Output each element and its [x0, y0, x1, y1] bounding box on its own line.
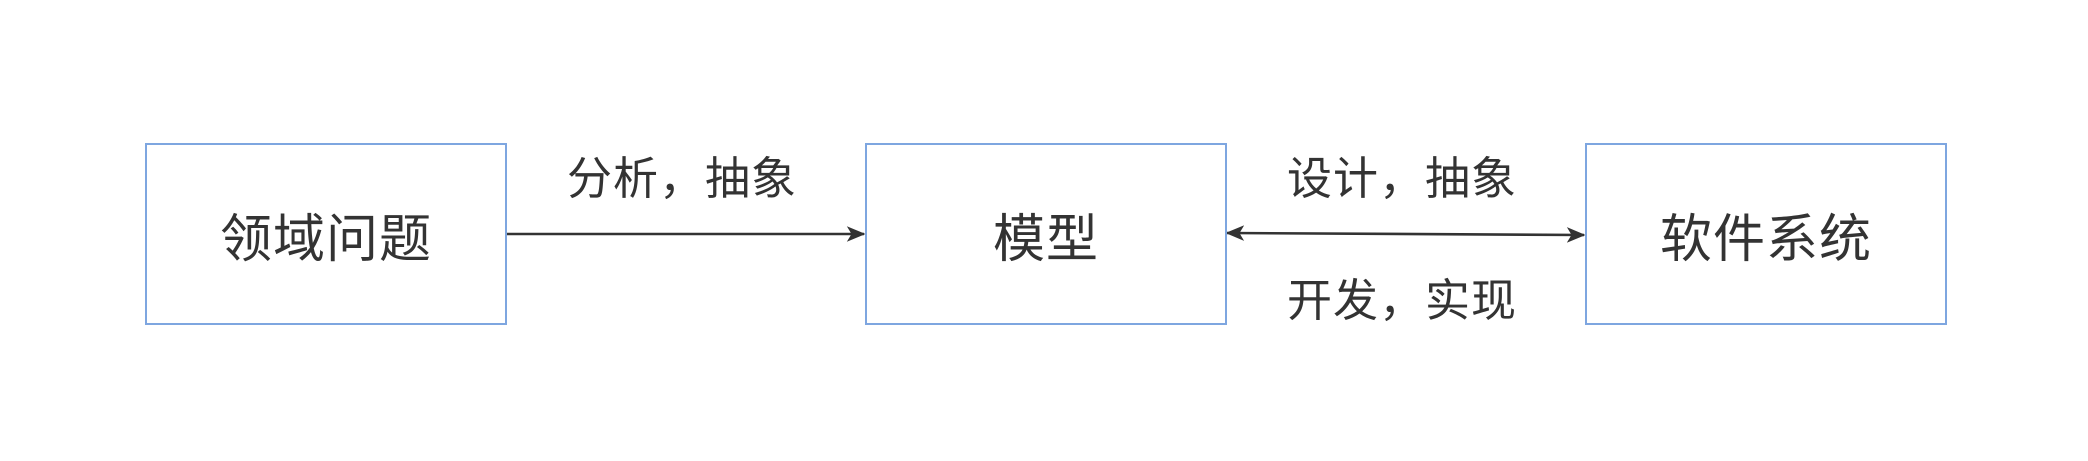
analysis-abstraction-label: 分析，抽象 — [567, 152, 798, 205]
software-system-label: 软件系统 — [1659, 209, 1872, 270]
model-box: 模型 — [865, 143, 1227, 325]
design-abstraction-label: 设计，抽象 — [1287, 152, 1518, 205]
bidirectional-arrow — [1225, 225, 1586, 243]
domain-problem-label: 领域问题 — [219, 209, 432, 270]
domain-problem-box: 领域问题 — [145, 143, 507, 325]
develop-implement-label: 开发，实现 — [1287, 274, 1518, 327]
software-system-box: 软件系统 — [1585, 143, 1947, 325]
model-label: 模型 — [992, 209, 1099, 270]
